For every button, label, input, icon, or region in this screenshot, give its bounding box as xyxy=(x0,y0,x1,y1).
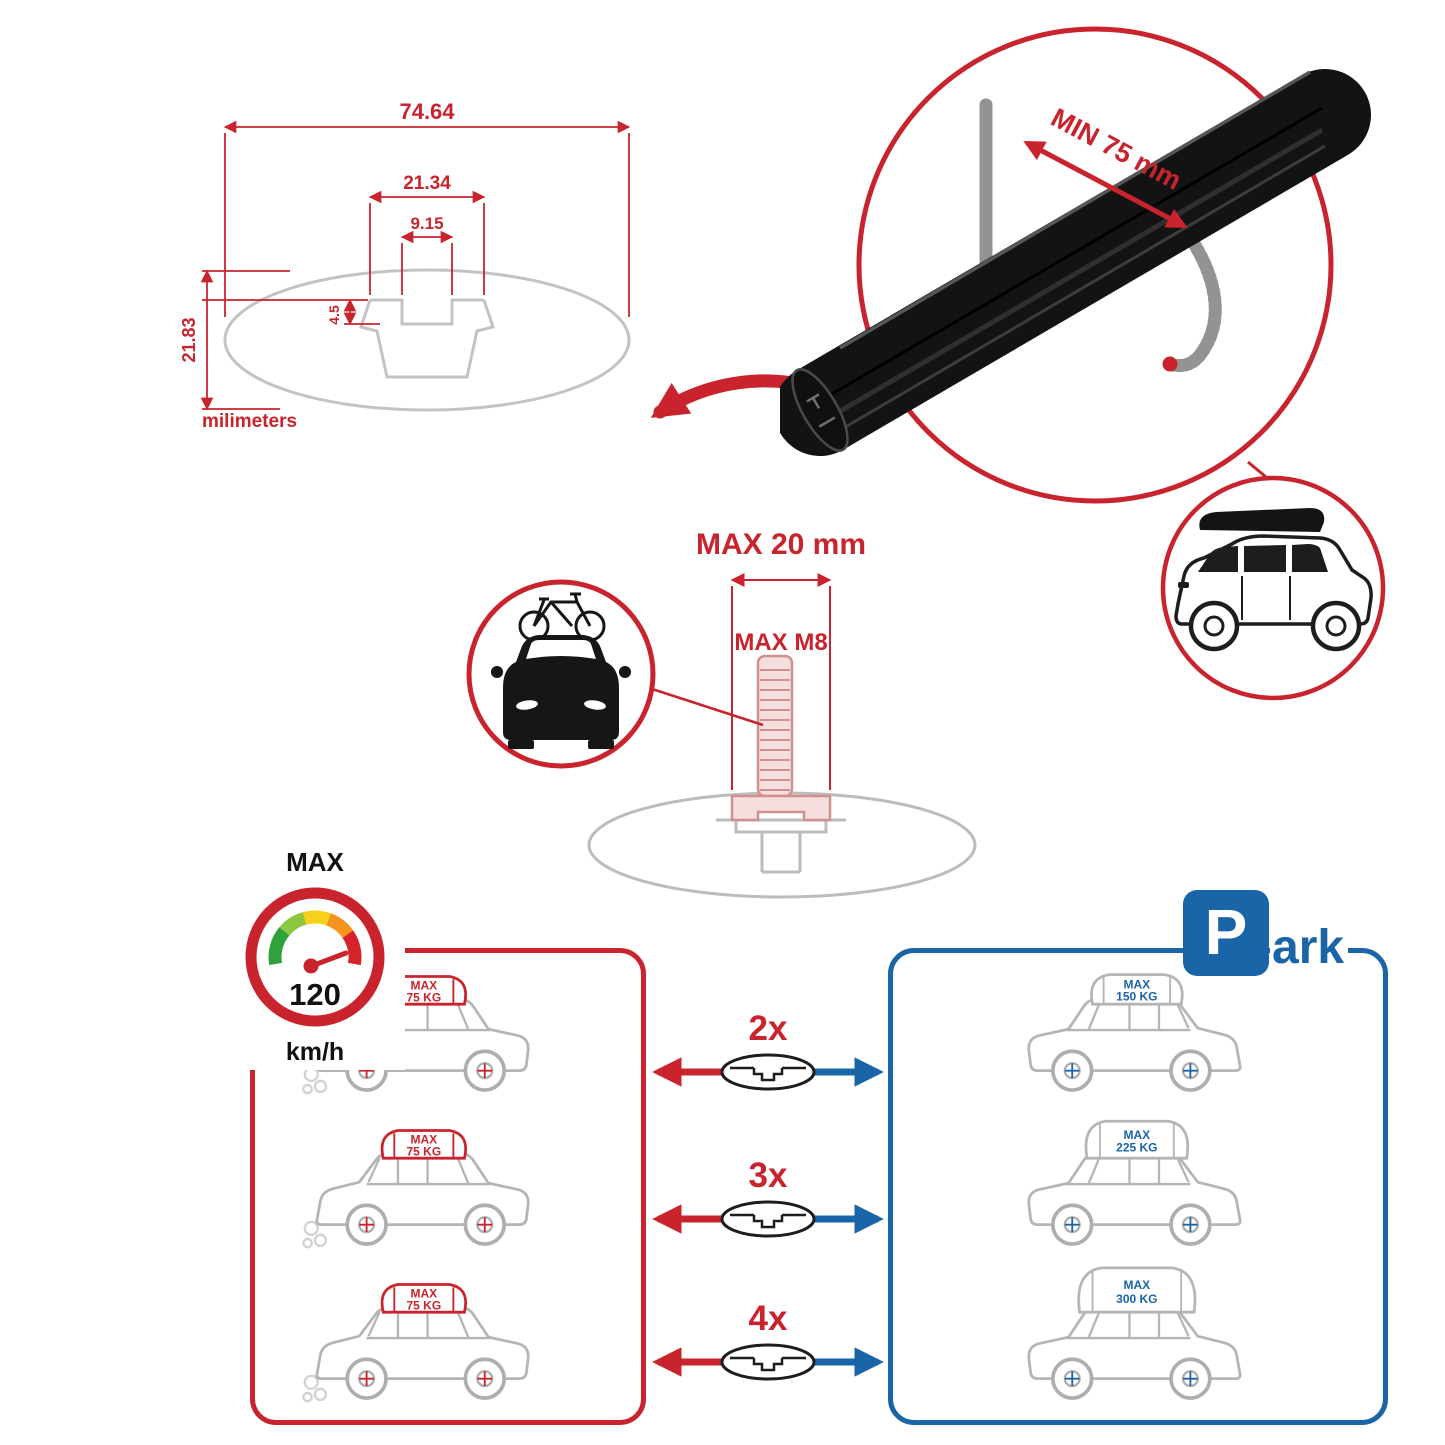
max-thread-label: MAX M8 xyxy=(734,629,827,656)
crossbar-profile-icon xyxy=(720,1053,816,1091)
gauge-arc xyxy=(268,910,362,966)
cargo-weight-label: 225 KG xyxy=(1116,1141,1157,1155)
cargo-weight-label: 300 KG xyxy=(1116,1292,1157,1306)
car-illustration xyxy=(1026,989,1243,1092)
roof-cargo: MAX 75 KG xyxy=(380,1129,467,1160)
bar-count-row-1: 2x xyxy=(652,1009,884,1091)
car-front-icon xyxy=(491,635,631,749)
dim-outer-slot-label: 21.34 xyxy=(403,173,451,194)
car-illustration xyxy=(1026,1143,1243,1246)
bar-count-label: 2x xyxy=(749,1009,788,1048)
profile-outline xyxy=(223,268,631,412)
zoom-circle xyxy=(856,26,1334,504)
bolt-dimension-lines xyxy=(648,573,832,790)
bar-count-row-2: 3x xyxy=(652,1156,884,1238)
mount-bolt-illustration xyxy=(730,654,832,822)
speed-limit-gauge: MAX 120 km/h xyxy=(225,845,405,1070)
bar-count-label: 3x xyxy=(749,1156,788,1195)
dimension-lines xyxy=(200,120,631,411)
gauge-needle xyxy=(303,950,349,974)
units-label: milimeters xyxy=(202,411,297,432)
crossbar-profile-icon xyxy=(720,1343,816,1381)
cargo-max-label: MAX xyxy=(1124,1128,1151,1142)
parking-letter: P xyxy=(1204,896,1248,968)
wheel-accents xyxy=(359,1063,493,1079)
speed-max-caption: MAX xyxy=(286,847,344,877)
exhaust-puffs xyxy=(302,1220,328,1249)
car-illustration xyxy=(314,989,531,1092)
parked-car-row-2: MAX 225 KG xyxy=(1026,1119,1243,1246)
cargo-max-label: MAX xyxy=(411,1132,438,1146)
cargo-weight-label: 75 KG xyxy=(407,1298,442,1312)
profile-dimension-diagram: 74.64 21.34 9.15 4.5 21.83 milimeters xyxy=(179,99,631,432)
u-bolt-clamp xyxy=(979,98,1222,372)
dim-height-label: 21.83 xyxy=(179,317,199,362)
cargo-weight-label: 150 KG xyxy=(1116,990,1157,1004)
suv-roofbox-circle xyxy=(1160,475,1386,701)
t-slot-adapter xyxy=(716,818,846,874)
wheel-accents xyxy=(359,1217,493,1233)
cargo-max-label: MAX xyxy=(1124,978,1151,992)
crossbar-end-face xyxy=(791,368,849,452)
moving-car-row-2: MAX 75 KG xyxy=(302,1129,531,1249)
car-illustration xyxy=(314,1297,531,1400)
dim-slot-depth-label: 4.5 xyxy=(326,305,342,325)
max-length-label: MAX 20 mm xyxy=(696,528,866,561)
dim-inner-slot-label: 9.15 xyxy=(410,214,443,233)
parking-sign: P ark xyxy=(1183,890,1349,976)
car-illustration xyxy=(1026,1297,1243,1400)
cargo-max-label: MAX xyxy=(1124,1278,1151,1292)
roof-cargo: MAX 150 KG xyxy=(1090,973,1184,1006)
parked-car-row-3: MAX 300 KG xyxy=(1026,1266,1243,1400)
parking-sign-icon: P xyxy=(1183,890,1269,976)
roof-cargo: MAX 300 KG xyxy=(1077,1266,1197,1314)
cargo-max-label: MAX xyxy=(411,1286,438,1300)
crossbar-detail-circle: MIN 75 mm xyxy=(780,26,1386,701)
exhaust-puffs xyxy=(302,1374,328,1403)
parking-word-rest: ark xyxy=(1270,924,1349,976)
bar-count-label: 4x xyxy=(749,1299,788,1338)
wheel-accents xyxy=(1064,1371,1198,1387)
bar-count-row-3: 4x xyxy=(652,1299,884,1381)
cargo-weight-label: 75 KG xyxy=(407,1144,442,1158)
cargo-max-label: MAX xyxy=(411,978,438,992)
car-illustration xyxy=(314,1143,531,1246)
roof-cargo: MAX 75 KG xyxy=(380,1283,467,1314)
dim-total-width-label: 74.64 xyxy=(399,99,455,124)
crossbar-profile-icon xyxy=(720,1200,816,1238)
moving-car-row-3: MAX 75 KG xyxy=(302,1283,531,1403)
min-gap-arrow xyxy=(1023,140,1188,229)
min-gap-label: MIN 75 mm xyxy=(1046,102,1186,195)
wheel-accents xyxy=(1064,1217,1198,1233)
speed-unit: km/h xyxy=(286,1038,344,1066)
roof-cargo: MAX 225 KG xyxy=(1084,1119,1189,1160)
speed-value: 120 xyxy=(289,977,341,1012)
wheel-accents xyxy=(1064,1063,1198,1079)
cargo-weight-label: 75 KG xyxy=(407,990,442,1004)
wheel-accents xyxy=(359,1371,493,1387)
suv-with-roofbox xyxy=(1174,508,1373,652)
bolt-detail-diagram: MAX 20 mm MAX M8 xyxy=(466,528,977,899)
parked-car-row-1: MAX 150 KG xyxy=(1026,973,1243,1092)
bike-on-car-circle xyxy=(466,579,656,769)
